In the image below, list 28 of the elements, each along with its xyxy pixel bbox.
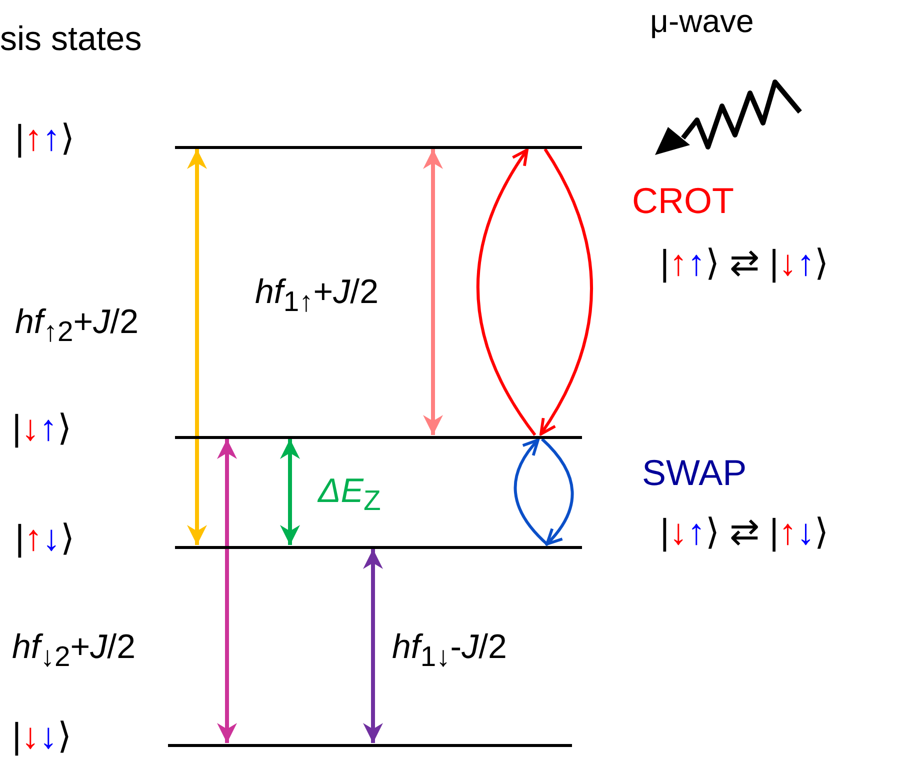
double-arrow bbox=[363, 549, 383, 743]
edge-label: hf$_{1↓}$-J/2 bbox=[392, 630, 507, 672]
edge-label: hf$_{1↑}$+J/2 bbox=[255, 275, 378, 316]
curved-arrow bbox=[540, 148, 593, 436]
state-label: |↑↑⟩ bbox=[15, 120, 74, 156]
edge-label: ΔE$_{Z}$ bbox=[318, 474, 381, 516]
state-label: |↓↓⟩ bbox=[12, 718, 72, 754]
transition-equation: |↑↑⟩ ⇄ |↓↑⟩ bbox=[660, 245, 829, 281]
state-label: |↓↑⟩ bbox=[12, 410, 72, 446]
curved-arrow bbox=[476, 148, 536, 436]
transition-equation: |↓↑⟩ ⇄ |↑↓⟩ bbox=[660, 514, 829, 550]
curved-arrow bbox=[514, 438, 550, 546]
state-label: |↑↓⟩ bbox=[15, 520, 74, 556]
energy-level-line bbox=[175, 146, 582, 149]
process-label: SWAP bbox=[642, 455, 747, 491]
double-arrow bbox=[423, 149, 443, 435]
double-arrow bbox=[217, 439, 237, 743]
energy-level-line bbox=[175, 546, 582, 549]
double-arrow bbox=[280, 439, 300, 545]
process-label: CROT bbox=[632, 183, 734, 219]
energy-level-line bbox=[175, 436, 582, 439]
wave-label: μ-wave bbox=[650, 5, 754, 37]
edge-label: hf$_{↑2}$+J/2 bbox=[15, 305, 138, 346]
edge-label: hf$_{↓2}$+J/2 bbox=[12, 630, 136, 672]
energy-level-line bbox=[168, 744, 572, 747]
heading: sis states bbox=[0, 22, 142, 56]
double-arrow bbox=[187, 149, 207, 545]
curved-arrow bbox=[540, 438, 574, 546]
